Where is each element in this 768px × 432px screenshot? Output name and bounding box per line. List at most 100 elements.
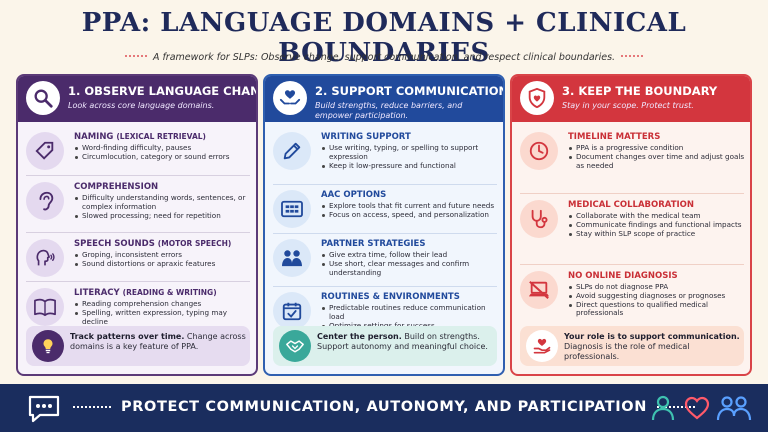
divider (273, 286, 497, 287)
section-title: PARTNER STRATEGIES (321, 239, 426, 249)
bullet: Focus on access, speed, and personalizat… (321, 210, 499, 220)
panel-footer-callout: Your role is to support communication. D… (520, 326, 744, 366)
divider (26, 175, 250, 176)
section-title: WRITING SUPPORT (321, 132, 411, 142)
section-title: TIMELINE MATTERS (568, 132, 661, 142)
footer-text: Center the person. Build on strengths. S… (317, 332, 488, 351)
footer-text: Track patterns over time. Change across … (70, 332, 246, 351)
section-title: AAC OPTIONS (321, 190, 387, 200)
divider (26, 232, 250, 233)
subtitle-text: A framework for SLPs: Observe change, su… (152, 52, 616, 63)
bullet: PPA is a progressive condition (568, 143, 746, 153)
section-title: COMPREHENSION (74, 182, 159, 192)
panel-header: 2. SUPPORT COMMUNICATION Build strengths… (265, 76, 503, 122)
people-icon (714, 392, 754, 424)
person-icon (646, 392, 680, 424)
bullet: Explore tools that fit current and futur… (321, 201, 499, 211)
footer-text: Your role is to support communication. D… (564, 332, 740, 361)
bullet: Sound distortions or apraxic features (74, 259, 252, 269)
panel-title: 3. KEEP THE BOUNDARY (562, 84, 718, 98)
speaking-head-icon (26, 239, 64, 277)
panel-support-communication: 2. SUPPORT COMMUNICATION Build strengths… (263, 74, 505, 376)
calendar-check-icon (273, 292, 311, 330)
stethoscope-icon (520, 200, 558, 238)
section-title: LITERACY (READING & WRITING) (74, 288, 217, 298)
page-title: PPA: LANGUAGE DOMAINS + CLINICAL BOUNDAR… (81, 8, 687, 68)
speech-bubble-icon (24, 392, 64, 424)
section-title: SPEECH SOUNDS (MOTOR SPEECH) (74, 239, 232, 249)
bullet: Communicate findings and functional impa… (568, 220, 746, 230)
bullet-list: Reading comprehension changes Spelling, … (74, 299, 252, 327)
shield-icon (520, 81, 554, 115)
bullet-list: SLPs do not diagnose PPA Avoid suggestin… (568, 282, 746, 319)
bullet: Collaborate with the medical team (568, 211, 746, 221)
bottom-banner: PROTECT COMMUNICATION, AUTONOMY, AND PAR… (0, 384, 768, 432)
panel-footer-callout: Track patterns over time. Change across … (26, 326, 250, 366)
panel-footer-callout: Center the person. Build on strengths. S… (273, 326, 497, 366)
bullet-list: PPA is a progressive condition Document … (568, 143, 746, 171)
bullet-list: Collaborate with the medical team Commun… (568, 211, 746, 239)
magnifier-icon (26, 81, 60, 115)
people-icon (273, 239, 311, 277)
panel-title: 1. OBSERVE LANGUAGE CHANGE (68, 84, 258, 98)
decor-dots-right (621, 54, 644, 61)
section-title: ROUTINES & ENVIRONMENTS (321, 292, 460, 302)
bullet: Optimize settings for success (321, 321, 499, 331)
bullet: Circumlocution, category or sound errors (74, 152, 252, 162)
divider (520, 193, 744, 194)
bullet-list: Use writing, typing, or spelling to supp… (321, 143, 499, 171)
bullet-list: Explore tools that fit current and futur… (321, 201, 499, 220)
heart-hand-icon (526, 330, 558, 362)
bullet-list: Word-finding difficulty, pauses Circumlo… (74, 143, 252, 162)
pencil-icon (273, 132, 311, 170)
bullet: SLPs do not diagnose PPA (568, 282, 746, 292)
bullet-list: Difficulty understanding words, sentence… (74, 193, 252, 221)
bullet: Groping, inconsistent errors (74, 250, 252, 260)
bullet-list: Give extra time, follow their lead Use s… (321, 250, 499, 278)
bullet: Use writing, typing, or spelling to supp… (321, 143, 499, 162)
bullet: Stay within SLP scope of practice (568, 229, 746, 239)
panel-header: 3. KEEP THE BOUNDARY Stay in your scope.… (512, 76, 750, 122)
decor-dots-right (656, 406, 695, 408)
panel-subtitle: Stay in your scope. Protect trust. (562, 101, 694, 110)
divider (273, 184, 497, 185)
aac-device-icon (273, 190, 311, 228)
bullet: Give extra time, follow their lead (321, 250, 499, 260)
page-subtitle: A framework for SLPs: Observe change, su… (0, 52, 768, 63)
panel-subtitle: Build strengths, reduce barriers, and em… (315, 101, 463, 120)
bullet: Keep it low-pressure and functional (321, 161, 499, 171)
bullet-list: Groping, inconsistent errors Sound disto… (74, 250, 252, 269)
section-title: NAMING (LEXICAL RETRIEVAL) (74, 132, 206, 142)
bullet: Word-finding difficulty, pauses (74, 143, 252, 153)
bullet: Avoid suggesting diagnoses or prognoses (568, 291, 746, 301)
bullet: Spelling, written expression, typing may… (74, 308, 252, 327)
heart-hands-icon (273, 81, 307, 115)
divider (26, 281, 250, 282)
panel-header: 1. OBSERVE LANGUAGE CHANGE Look across c… (18, 76, 256, 122)
divider (520, 264, 744, 265)
lightbulb-icon (32, 330, 64, 362)
bullet: Difficulty understanding words, sentence… (74, 193, 252, 212)
banner-text: PROTECT COMMUNICATION, AUTONOMY, AND PAR… (0, 399, 768, 415)
panel-subtitle: Look across core language domains. (68, 101, 215, 110)
book-icon (26, 288, 64, 326)
panel-observe-language-change: 1. OBSERVE LANGUAGE CHANGE Look across c… (16, 74, 258, 376)
bullet: Slowed processing; need for repetition (74, 211, 252, 221)
bullet: Reading comprehension changes (74, 299, 252, 309)
bullet: Predictable routines reduce communicatio… (321, 303, 499, 322)
heart-icon (680, 392, 714, 424)
clock-icon (520, 132, 558, 170)
handshake-icon (279, 330, 311, 362)
tag-icon (26, 132, 64, 170)
divider (273, 233, 497, 234)
bullet: Document changes over time and adjust go… (568, 152, 746, 171)
bullet: Direct questions to qualified medical pr… (568, 300, 746, 319)
section-title: MEDICAL COLLABORATION (568, 200, 695, 210)
no-laptop-icon (520, 271, 558, 309)
ear-icon (26, 182, 64, 220)
decor-dots-left (73, 406, 112, 408)
decor-dots-left (124, 54, 147, 61)
panel-title: 2. SUPPORT COMMUNICATION (315, 84, 505, 98)
bullet-list: Predictable routines reduce communicatio… (321, 303, 499, 331)
bullet: Use short, clear messages and confirm un… (321, 259, 499, 278)
